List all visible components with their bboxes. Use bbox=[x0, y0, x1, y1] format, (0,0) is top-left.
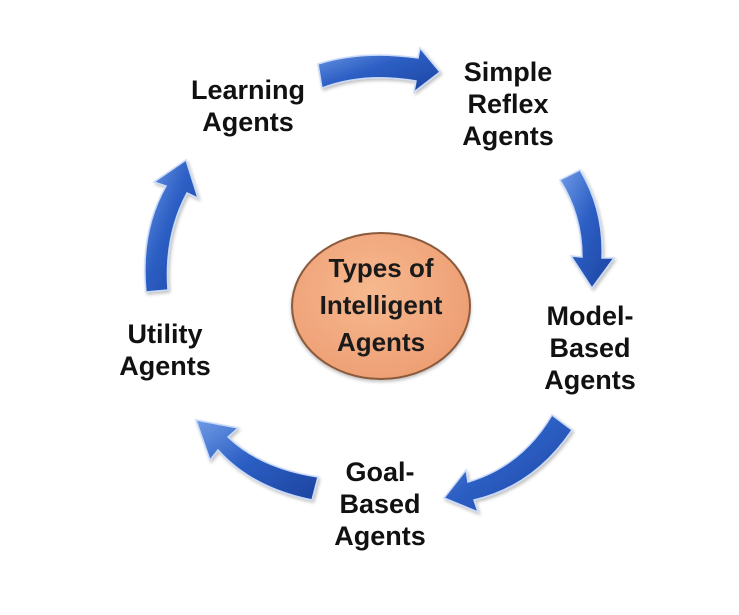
arrow-model-based-to-goal-based bbox=[442, 413, 574, 514]
node-goal-based-agents-line-1: Goal- bbox=[345, 457, 415, 487]
node-simple-reflex-agents-line-3: Agents bbox=[462, 121, 554, 151]
center-title-line-3: Agents bbox=[336, 327, 426, 357]
node-goal-based-agents: Goal- Based Agents bbox=[320, 456, 440, 552]
arrow-goal-based-to-utility bbox=[194, 419, 319, 501]
node-goal-based-agents-line-3: Agents bbox=[334, 521, 426, 551]
arrow-simple-reflex-to-model-based bbox=[558, 169, 616, 290]
node-model-based-agents-line-1: Model- bbox=[546, 301, 634, 331]
node-simple-reflex-agents-line-2: Reflex bbox=[467, 89, 549, 119]
node-utility-agents: Utility Agents bbox=[106, 318, 224, 382]
center-circle bbox=[291, 232, 471, 380]
node-learning-agents-line-1: Learning bbox=[190, 75, 305, 105]
center-title-line-2: Intelligent bbox=[319, 290, 443, 320]
node-simple-reflex-agents: Simple Reflex Agents bbox=[448, 56, 568, 152]
node-utility-agents-line-2: Agents bbox=[119, 351, 211, 381]
center-title-line-1: Types of bbox=[328, 253, 434, 283]
node-simple-reflex-agents-line-1: Simple bbox=[463, 57, 553, 87]
node-model-based-agents-line-2: Based bbox=[549, 333, 631, 363]
node-goal-based-agents-line-2: Based bbox=[339, 489, 421, 519]
node-model-based-agents: Model- Based Agents bbox=[528, 300, 652, 396]
node-model-based-agents-line-3: Agents bbox=[544, 365, 636, 395]
arrow-utility-to-learning bbox=[144, 158, 200, 293]
center-title: Types of Intelligent Agents bbox=[291, 250, 471, 361]
node-learning-agents: Learning Agents bbox=[180, 74, 316, 138]
arrow-learning-to-simple-reflex bbox=[317, 46, 442, 94]
node-utility-agents-line-1: Utility bbox=[127, 319, 203, 349]
node-learning-agents-line-2: Agents bbox=[202, 107, 294, 137]
